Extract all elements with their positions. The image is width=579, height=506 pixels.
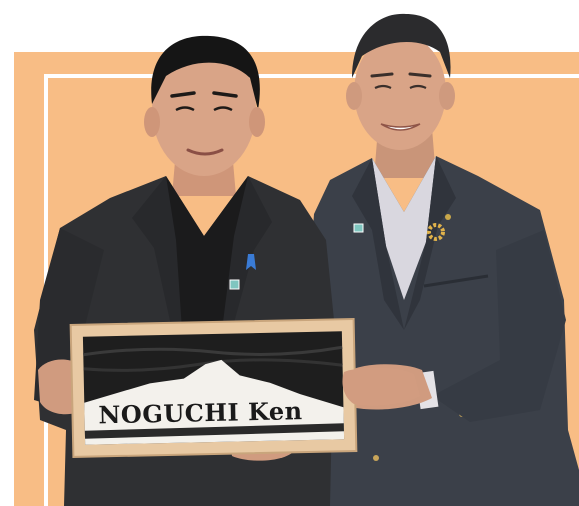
person-right-smile	[380, 123, 421, 131]
person-right-sleeve	[432, 230, 566, 422]
person-left-eye	[213, 106, 233, 112]
person-left-hair	[151, 35, 260, 110]
person-right-lapel-left	[352, 158, 404, 330]
person-left-lapel-left	[132, 176, 182, 330]
person-left-eye	[175, 106, 195, 112]
person-left-mouth	[186, 148, 224, 156]
person-left-ear	[249, 107, 265, 137]
person-left-ear	[144, 107, 160, 137]
person-right-hair	[352, 13, 451, 78]
person-right-ear	[346, 82, 362, 110]
plaque-mountain	[84, 359, 345, 445]
person-right-lapel-right	[404, 156, 456, 330]
rainbow-wheel-pin-icon	[427, 223, 445, 241]
blue-ribbon-pin-icon	[246, 254, 256, 270]
person-left-head	[152, 44, 256, 176]
plaque-ridge	[84, 423, 344, 439]
plaque-text: NOGUCHI Ken	[98, 396, 303, 429]
name-plaque: NOGUCHI Ken	[69, 318, 358, 458]
person-right-head	[354, 34, 446, 150]
person-right-pocket	[423, 274, 489, 288]
person-right-ear	[439, 82, 455, 110]
lapel-badge-icon	[229, 279, 240, 290]
person-left-brow	[212, 91, 238, 98]
lapel-badge-icon	[353, 223, 364, 233]
person-right-eye	[374, 84, 392, 89]
person-right-eye	[409, 84, 427, 89]
person-left-lapel-right	[222, 176, 272, 330]
person-right-brow	[408, 72, 432, 78]
jacket-button	[373, 455, 379, 461]
person-right-shirt	[372, 156, 436, 300]
small-pin-icon	[445, 214, 451, 220]
person-right-brow	[370, 72, 394, 78]
person-right-hand-front	[342, 367, 420, 406]
plaque-grain	[83, 345, 343, 357]
plaque-grain	[83, 358, 343, 372]
person-left-brow	[170, 91, 196, 98]
